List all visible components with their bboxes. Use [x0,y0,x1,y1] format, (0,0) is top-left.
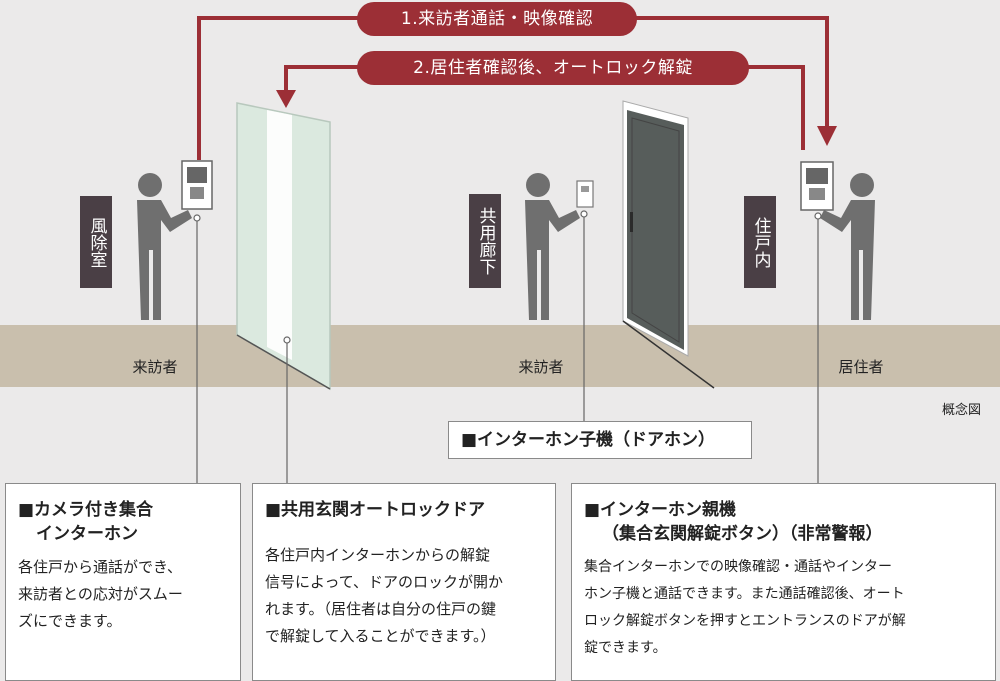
arrow-2-head [276,90,296,108]
camera-intercom-body-line1: 各住戸から通話ができ、 [18,558,182,576]
leader-lines [193,210,822,483]
autolock-door-box: ■共用玄関オートロックドア 各住戸内インターホンからの解錠 信号によって、ドアの… [252,483,556,681]
zone-label-vestibule: 風除室 [80,196,112,288]
autolock-glass-door [236,102,331,391]
caption-resident: 居住者 [838,358,884,376]
camera-intercom-body-line3: ズにできます。 [18,612,122,630]
parent-intercom-title-line2: （集合玄関解錠ボタン）（非常警報） [602,524,883,544]
parent-intercom-body: 集合インターホンでの映像確認・通話やインター ホン子機と通話できます。また通話確… [584,554,987,662]
autolock-body-line4: で解錠して入ることができます。） [265,627,496,645]
floor-band [0,325,1000,387]
arrow-1-label: 1.来訪者通話・映像確認 [357,2,637,36]
concept-label: 概念図 [942,403,982,418]
camera-intercom-title-line1: ■カメラ付き集合 [18,500,154,520]
parent-body-line1: 集合インターホンでの映像確認・通話やインター [584,559,892,575]
parent-intercom-title-line1: ■インターホン親機 [584,500,737,520]
caption-visitor-center: 来訪者 [518,358,564,376]
zone-label-dwelling: 住戸内 [744,196,776,288]
parent-intercom-box: ■インターホン親機 （集合玄関解錠ボタン）（非常警報） 集合インターホンでの映像… [571,483,996,681]
camera-intercom-device [181,160,213,210]
autolock-body-line1: 各住戸内インターホンからの解錠 [265,546,491,564]
arrow-2-label: 2.居住者確認後、オートロック解錠 [357,51,749,85]
camera-intercom-title: ■カメラ付き集合 インターホン [18,498,230,546]
camera-intercom-body-line2: 来訪者との応対がスムー [18,585,183,603]
visitor-figure-center [525,173,580,320]
camera-intercom-box: ■カメラ付き集合 インターホン 各住戸から通話ができ、 来訪者との応対がスムー … [5,483,241,681]
parent-intercom-device [800,161,834,211]
autolock-body-line2: 信号によって、ドアのロックが開か [265,573,504,591]
parent-body-line3: ロック解錠ボタンを押すとエントランスのドアが解 [584,613,906,629]
parent-body-line2: ホン子機と通話できます。また通話確認後、オート [584,586,905,602]
unit-entrance-door [622,100,715,389]
autolock-door-body: 各住戸内インターホンからの解錠 信号によって、ドアのロックが開か れます。（居住… [265,542,545,650]
camera-intercom-title-line2: インターホン [36,524,138,544]
resident-figure-right [820,173,875,320]
autolock-body-line3: れます。（居住者は自分の住戸の鍵 [265,600,497,618]
caption-visitor-left: 来訪者 [132,358,178,376]
child-unit-label: ■インターホン子機（ドアホン） [448,421,752,459]
parent-body-line4: 錠できます。 [584,640,667,656]
door-phone-device [576,180,594,208]
arrow-1-head [817,126,837,146]
camera-intercom-body: 各住戸から通話ができ、 来訪者との応対がスムー ズにできます。 [18,554,230,635]
visitor-figure-left [137,173,192,320]
autolock-door-title: ■共用玄関オートロックドア [265,500,486,520]
parent-intercom-title: ■インターホン親機 （集合玄関解錠ボタン）（非常警報） [584,498,987,546]
zone-label-corridor: 共用廊下 [469,194,501,288]
